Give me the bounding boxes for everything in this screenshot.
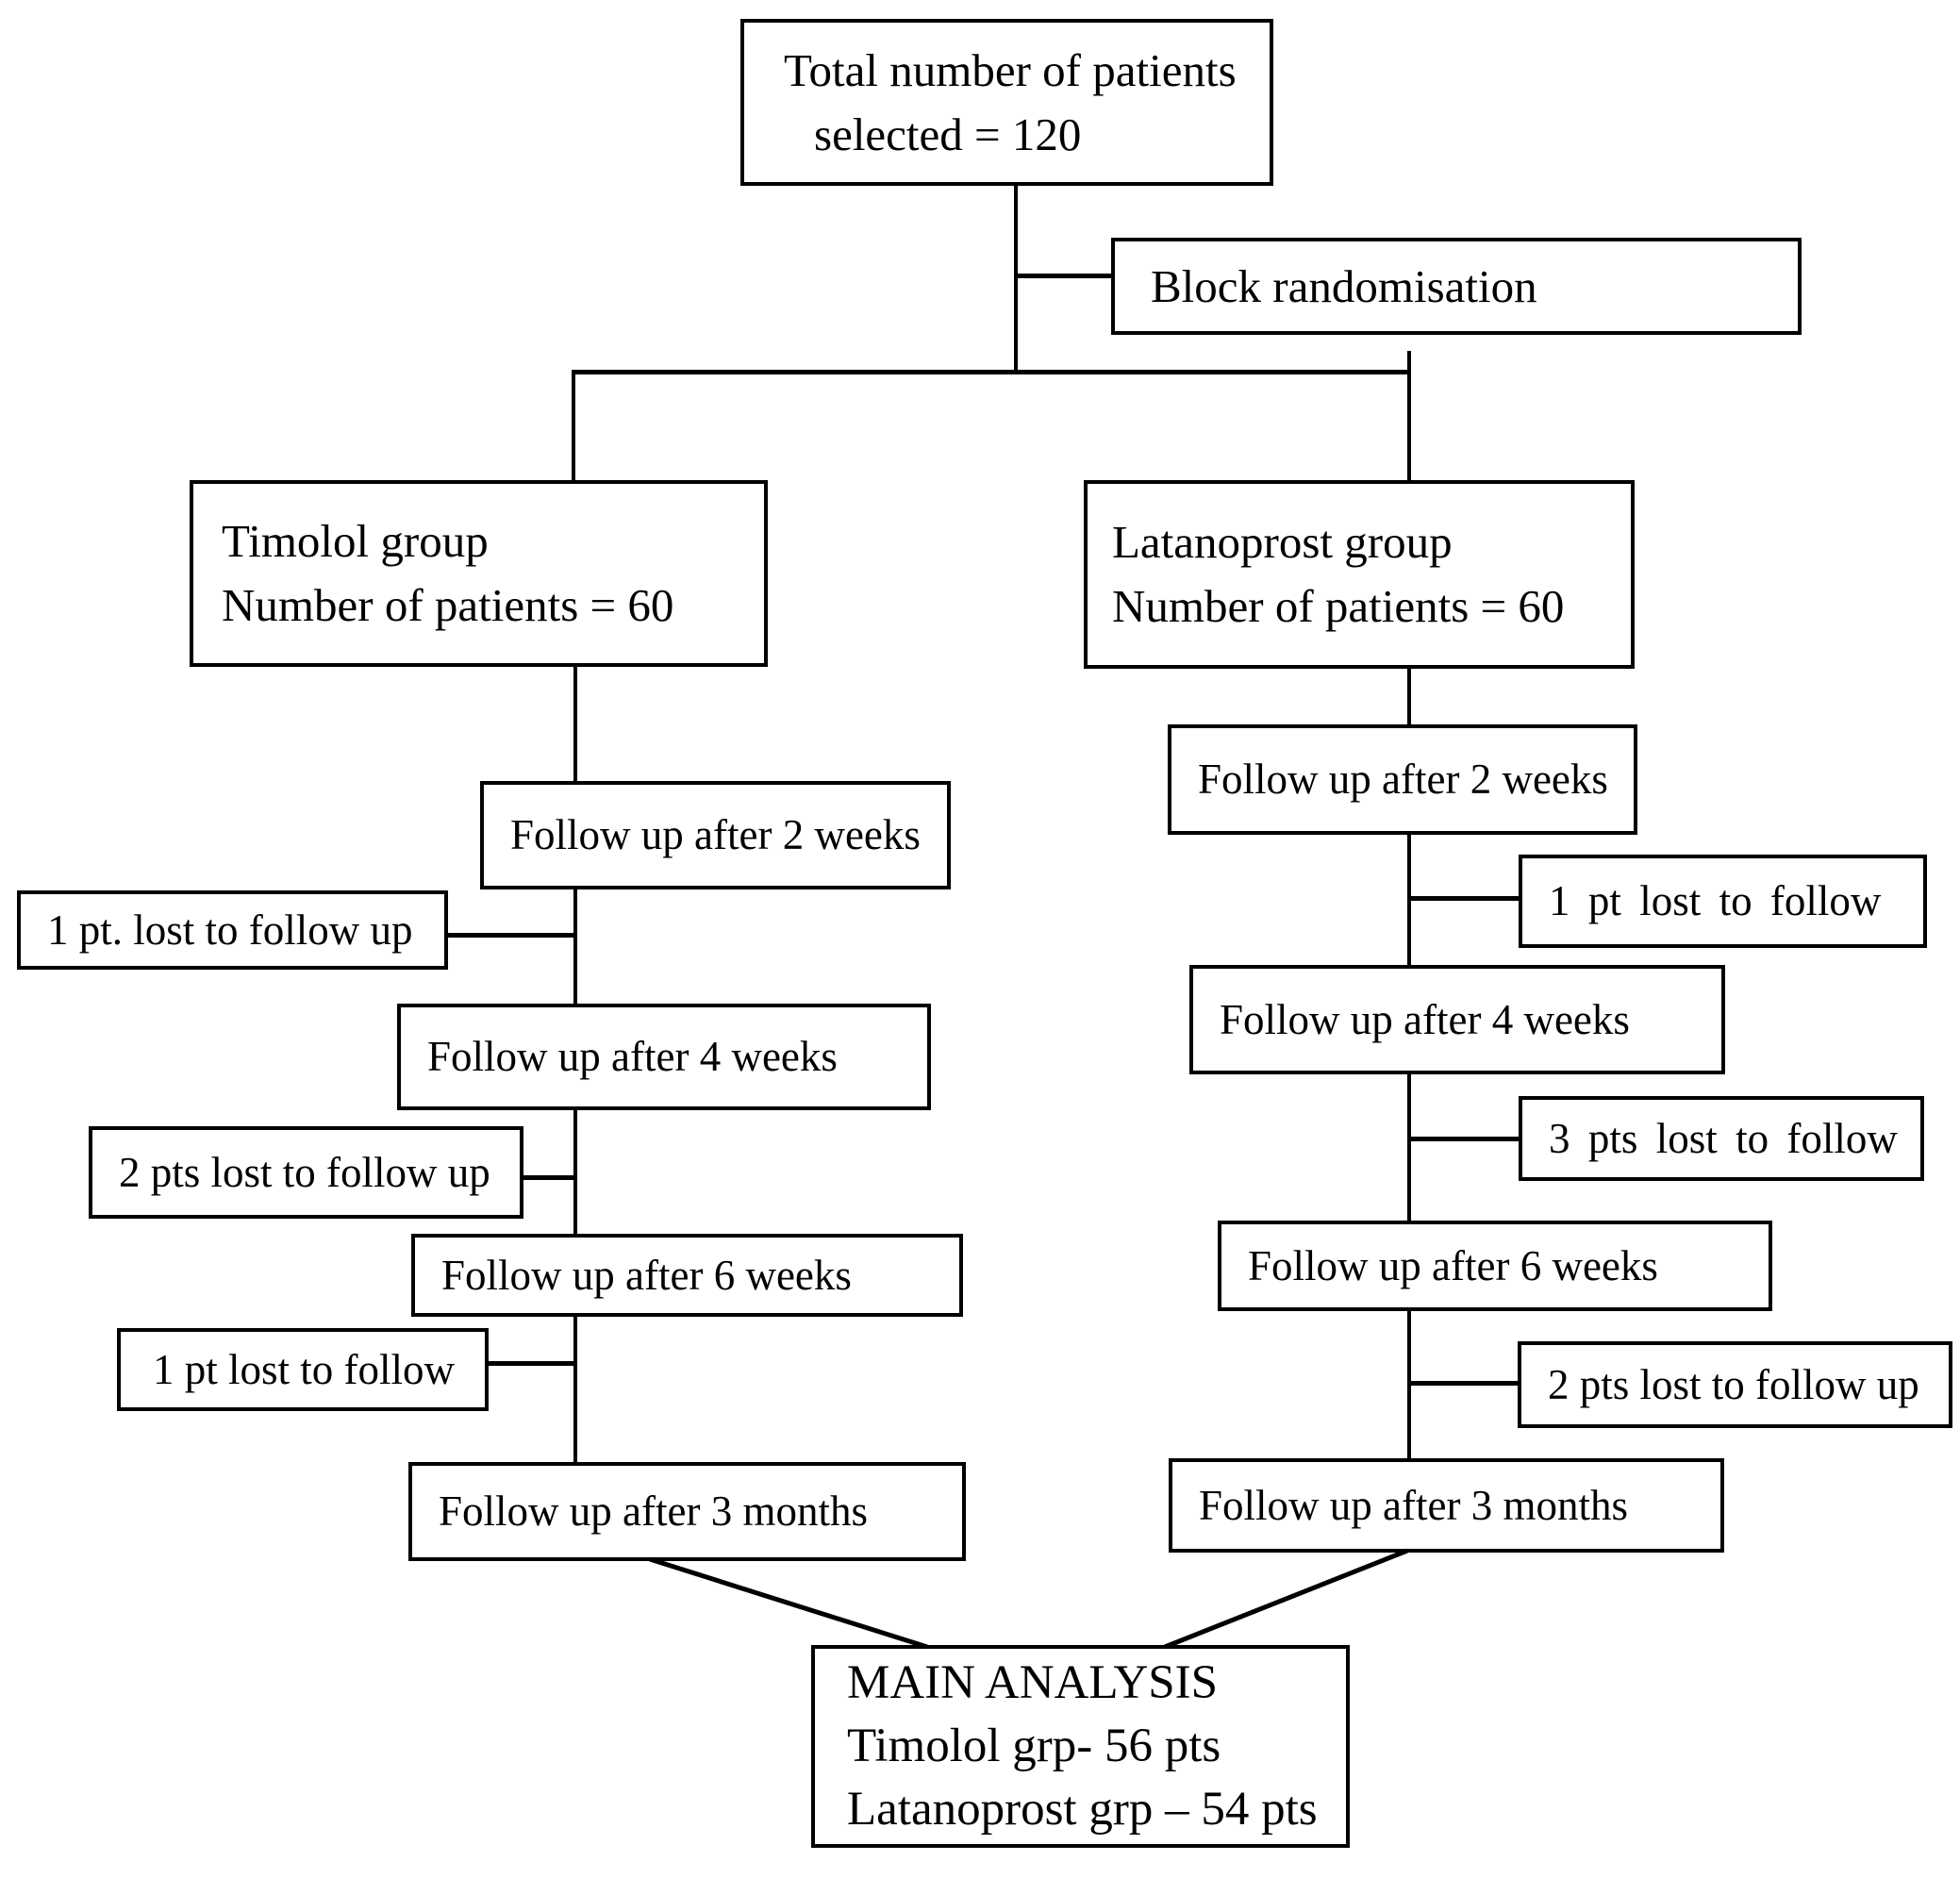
- timolol-followup-6-weeks-box: Follow up after 6 weeks: [411, 1234, 963, 1317]
- timolol-followup-3-months-box: Follow up after 3 months: [408, 1462, 966, 1561]
- timolol-lost-6-weeks-label: 1 pt lost to follow: [153, 1345, 456, 1393]
- connector-timolol-to-fu2: [573, 667, 577, 781]
- timolol-group-line2: Number of patients = 60: [222, 579, 674, 631]
- block-randomisation-box: Block randomisation: [1111, 238, 1802, 335]
- latanoprost-lost-2-weeks-label: 1 pt lost to follow: [1549, 877, 1882, 925]
- connector-timolol-lost1: [444, 933, 575, 938]
- latanoprost-followup-2-weeks-box: Follow up after 2 weeks: [1168, 724, 1637, 835]
- latanoprost-lost-4-weeks-label: 3 pts lost to follow: [1549, 1114, 1898, 1162]
- latanoprost-lost-6-weeks-label: 2 pts lost to follow up: [1548, 1360, 1919, 1408]
- connector-timolol-lost2: [520, 1175, 575, 1180]
- total-patients-line2: selected = 120: [814, 108, 1082, 160]
- total-patients-line1: Total number of patients: [784, 43, 1237, 96]
- main-analysis-timolol-result: Timolol grp- 56 pts: [847, 1719, 1221, 1772]
- connector-latanoprost-to-fu2: [1407, 669, 1411, 724]
- latanoprost-followup-6-weeks-box: Follow up after 6 weeks: [1218, 1221, 1772, 1311]
- total-patients-box: Total number of patients selected = 120: [740, 19, 1273, 186]
- connector-timolol-fu2-to-fu4: [573, 889, 577, 1004]
- diagonal-latanoprost-to-main-analysis: [1164, 1548, 1408, 1650]
- block-randomisation-label: Block randomisation: [1151, 259, 1537, 312]
- connector-total-to-branch: [1014, 186, 1018, 374]
- latanoprost-followup-3-months-label: Follow up after 3 months: [1199, 1481, 1628, 1529]
- connector-timolol-lost3: [485, 1361, 575, 1366]
- timolol-followup-2-weeks-label: Follow up after 2 weeks: [510, 811, 921, 859]
- timolol-followup-4-weeks-label: Follow up after 4 weeks: [427, 1033, 838, 1081]
- connector-timolol-fu6-to-fu3m: [573, 1317, 577, 1462]
- connector-latanoprost-lost2: [1411, 1137, 1519, 1141]
- latanoprost-followup-6-weeks-label: Follow up after 6 weeks: [1248, 1241, 1658, 1289]
- timolol-lost-6-weeks-box: 1 pt lost to follow: [117, 1328, 489, 1411]
- connector-latanoprost-fu4-to-fu6: [1407, 1074, 1411, 1221]
- latanoprost-followup-2-weeks-label: Follow up after 2 weeks: [1198, 756, 1608, 804]
- main-analysis-title: MAIN ANALYSIS: [847, 1655, 1219, 1709]
- latanoprost-lost-2-weeks-box: 1 pt lost to follow: [1519, 855, 1927, 948]
- timolol-followup-4-weeks-box: Follow up after 4 weeks: [397, 1004, 931, 1110]
- connector-latanoprost-fu2-to-fu4: [1407, 835, 1411, 965]
- connector-latanoprost-lost3: [1411, 1381, 1518, 1386]
- timolol-lost-4-weeks-box: 2 pts lost to follow up: [89, 1126, 523, 1219]
- diagonal-timolol-to-main-analysis: [649, 1556, 928, 1650]
- latanoprost-lost-6-weeks-box: 2 pts lost to follow up: [1518, 1341, 1952, 1428]
- timolol-followup-2-weeks-box: Follow up after 2 weeks: [480, 781, 951, 889]
- latanoprost-followup-3-months-box: Follow up after 3 months: [1169, 1458, 1724, 1553]
- timolol-followup-3-months-label: Follow up after 3 months: [439, 1487, 868, 1536]
- connector-timolol-fu4-to-fu6: [573, 1110, 577, 1234]
- latanoprost-followup-4-weeks-label: Follow up after 4 weeks: [1220, 995, 1630, 1043]
- timolol-lost-2-weeks-box: 1 pt. lost to follow up: [17, 890, 448, 970]
- connector-latanoprost-fu6-to-fu3m: [1407, 1311, 1411, 1458]
- latanoprost-lost-4-weeks-box: 3 pts lost to follow: [1519, 1096, 1924, 1181]
- branch-horizontal-line: [572, 370, 1411, 374]
- timolol-group-line1: Timolol group: [222, 515, 489, 568]
- connector-branch-to-timolol: [572, 370, 575, 480]
- connector-to-block-randomisation: [1016, 274, 1111, 278]
- latanoprost-group-box: Latanoprost group Number of patients = 6…: [1084, 480, 1635, 669]
- timolol-followup-6-weeks-label: Follow up after 6 weeks: [441, 1251, 852, 1299]
- main-analysis-box: MAIN ANALYSIS Timolol grp- 56 pts Latano…: [811, 1645, 1350, 1848]
- connector-branch-to-latanoprost: [1407, 351, 1411, 480]
- latanoprost-group-line1: Latanoprost group: [1112, 516, 1453, 569]
- timolol-lost-4-weeks-label: 2 pts lost to follow up: [119, 1148, 490, 1196]
- latanoprost-group-line2: Number of patients = 60: [1112, 580, 1565, 632]
- timolol-lost-2-weeks-label: 1 pt. lost to follow up: [47, 906, 413, 954]
- timolol-group-box: Timolol group Number of patients = 60: [190, 480, 768, 667]
- connector-latanoprost-lost1: [1411, 896, 1519, 901]
- main-analysis-latanoprost-result: Latanoprost grp – 54 pts: [847, 1783, 1318, 1836]
- latanoprost-followup-4-weeks-box: Follow up after 4 weeks: [1189, 965, 1725, 1074]
